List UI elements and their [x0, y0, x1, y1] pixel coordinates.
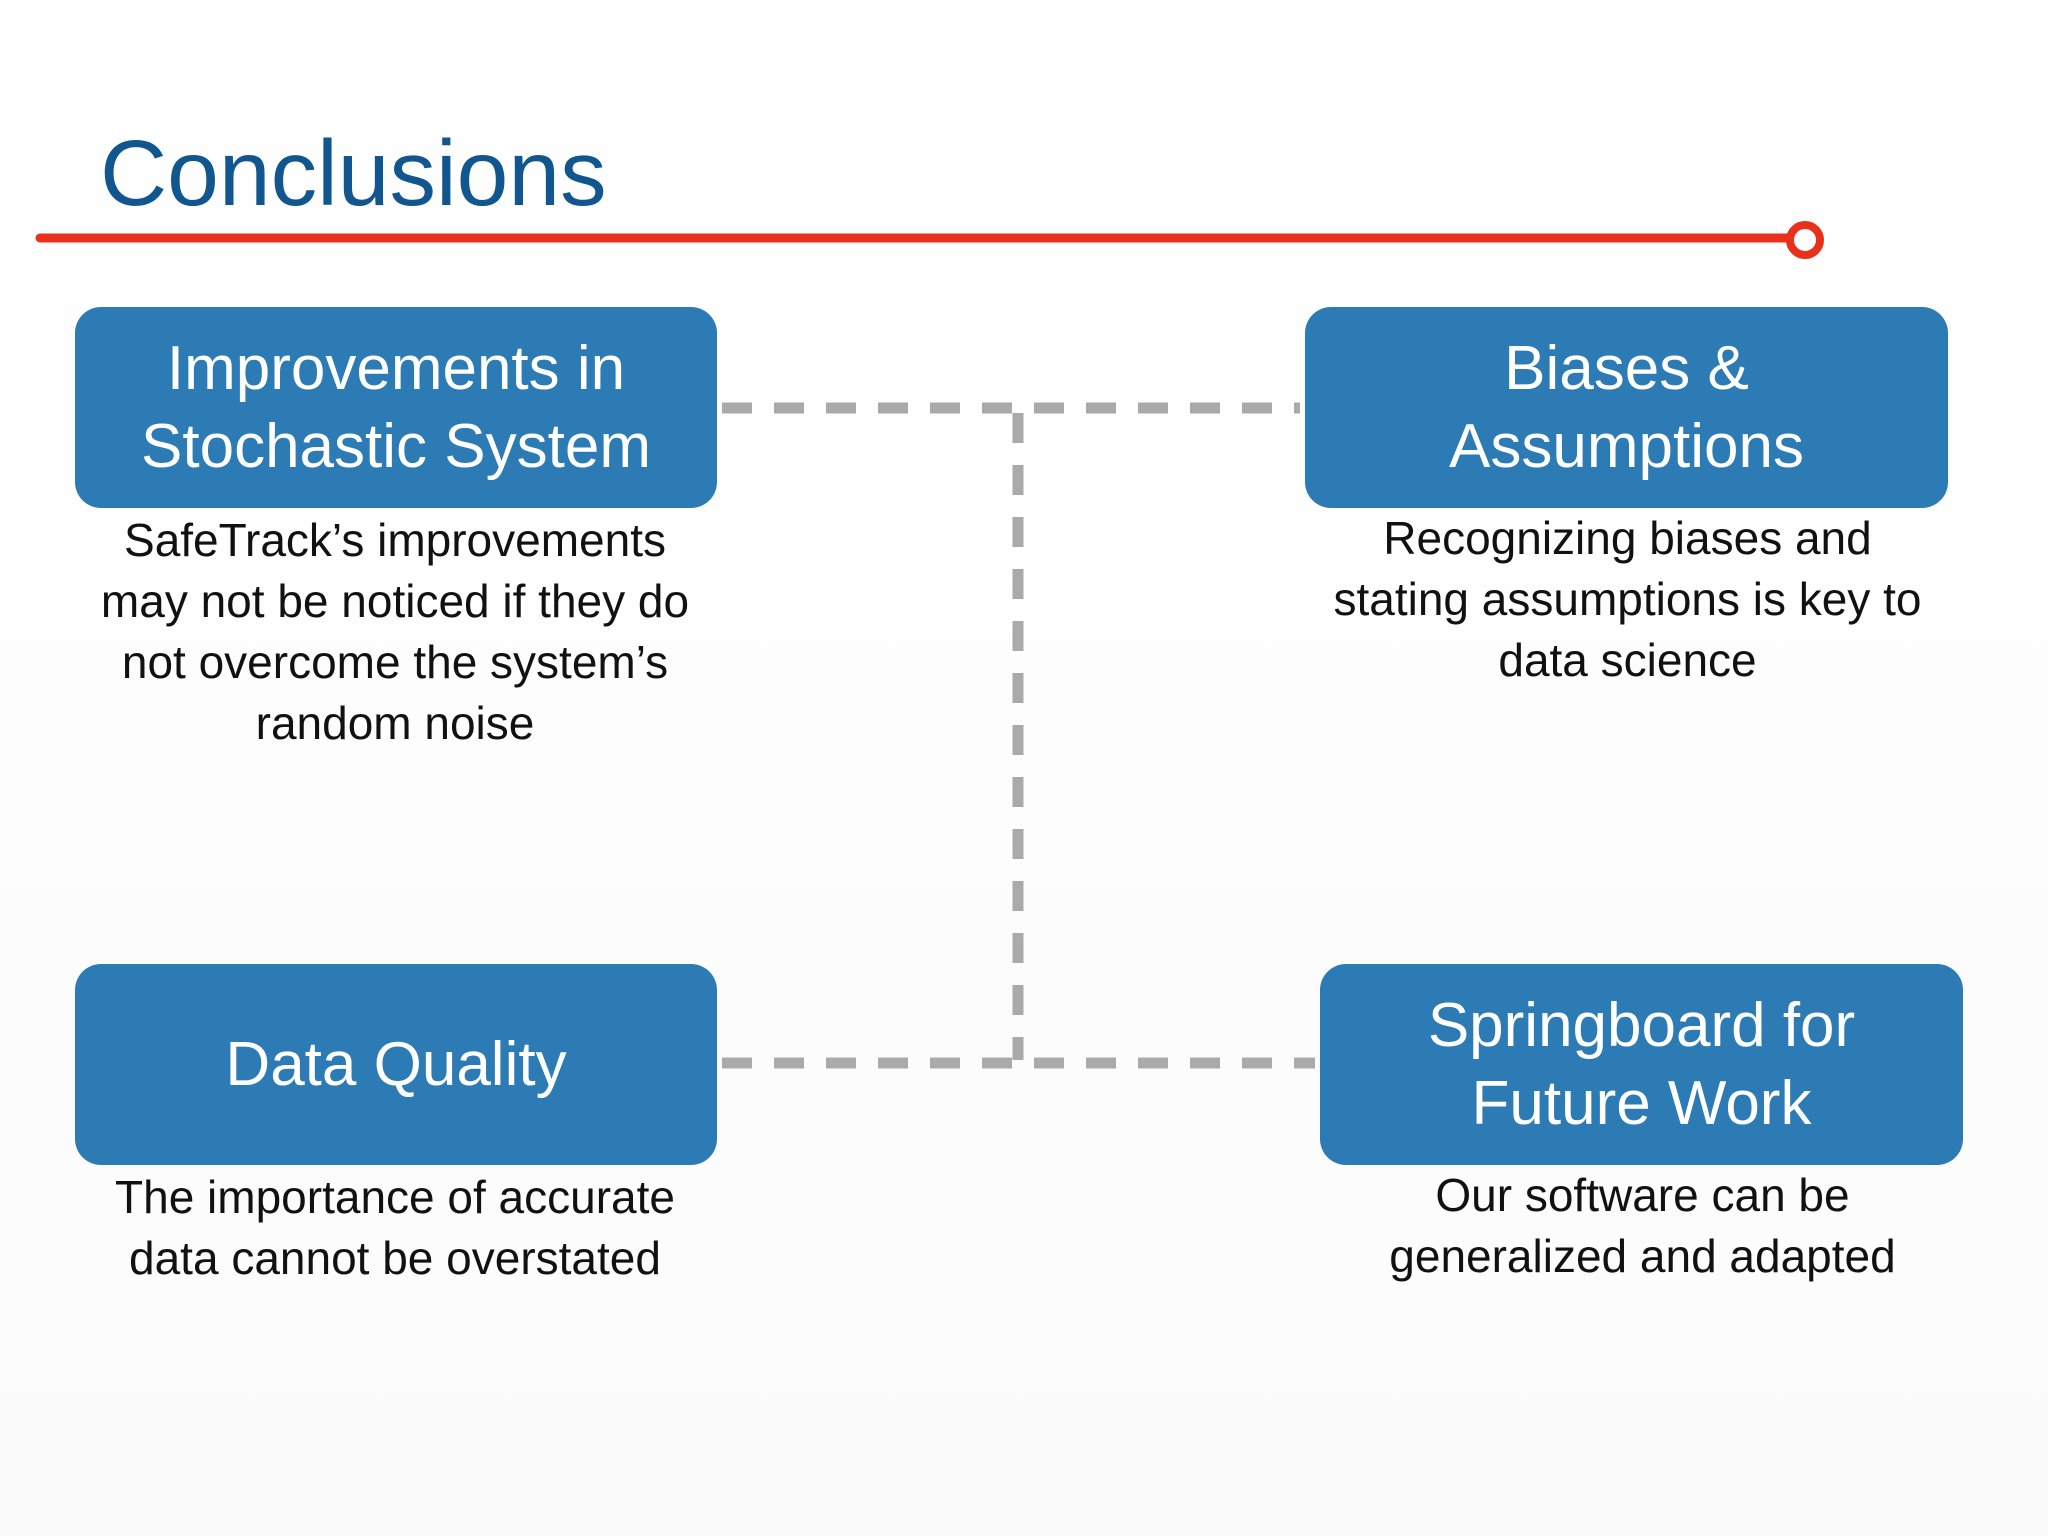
node-biases-description: Recognizing biases and stating assumptio…	[1333, 512, 1922, 686]
title-underline-endpoint	[1786, 221, 1824, 259]
title-underline	[35, 221, 1824, 259]
node-improvements-label: Improvements in Stochastic System	[141, 333, 651, 481]
node-improvements: Improvements in Stochastic System	[75, 307, 717, 508]
node-data-quality-label: Data Quality	[225, 1029, 567, 1099]
node-data-quality-description: The importance of accurate data cannot b…	[115, 1171, 675, 1284]
node-improvements-description: SafeTrack’s improvements may not be noti…	[100, 514, 690, 749]
node-biases-label: Biases & Assumptions	[1449, 333, 1804, 481]
node-springboard: Springboard for Future Work	[1320, 964, 1963, 1165]
node-springboard-label: Springboard for Future Work	[1427, 990, 1856, 1138]
node-biases: Biases & Assumptions	[1305, 307, 1948, 508]
node-springboard-description: Our software can be generalized and adap…	[1389, 1169, 1896, 1282]
node-data-quality: Data Quality	[75, 964, 717, 1165]
slide-title: Conclusions	[100, 121, 607, 225]
